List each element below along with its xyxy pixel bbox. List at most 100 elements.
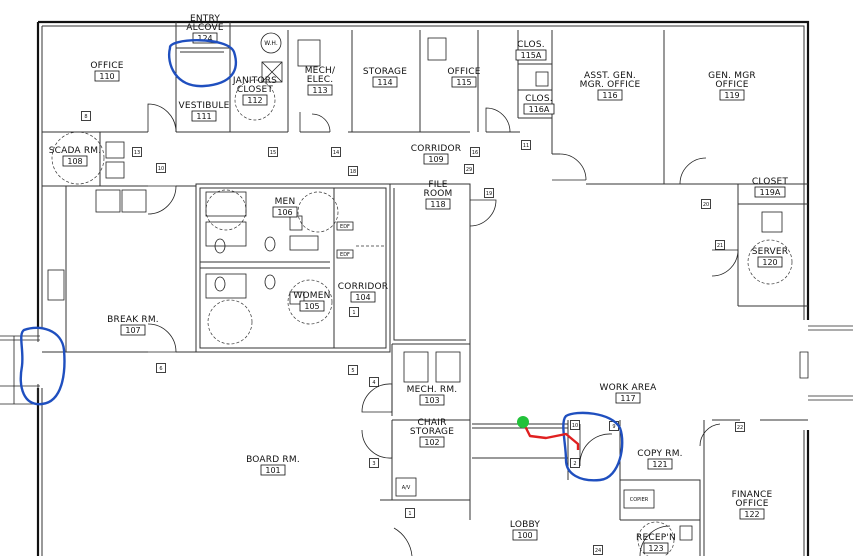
room-number: 114: [377, 78, 392, 87]
room-name: ELEC.: [307, 75, 334, 85]
room-name: MECH. RM.: [407, 385, 458, 395]
door-tag-box: [405, 508, 415, 518]
door-tag: 5: [348, 365, 358, 375]
room-number: 119: [724, 91, 739, 100]
room-number-box: [515, 49, 547, 61]
room-number-box: [120, 324, 146, 336]
room-number-box: [647, 458, 673, 470]
door-tag: 1: [405, 508, 415, 518]
door-tag-number: 5: [351, 368, 354, 374]
room-number-box: [512, 529, 538, 541]
door-tag-box: [331, 147, 341, 157]
entry-alcove-circle: [167, 39, 237, 88]
door-tag: 14: [331, 147, 341, 157]
room-scada: SCADA RM.108: [49, 146, 102, 167]
room-copy-rm: COPY RM.121: [637, 449, 683, 470]
room-labels: OFFICE110ENTRYALCOVE124VESTIBULE111JANIT…: [49, 14, 788, 554]
door-tag-number: 9: [612, 424, 615, 430]
room-number-box: [192, 32, 218, 44]
door-tag-number: 1: [352, 310, 355, 316]
room-number: 117: [620, 394, 635, 403]
room-name: SCADA RM.: [49, 146, 102, 156]
door-tag: 19: [484, 188, 494, 198]
room-break-rm: BREAK RM.107: [107, 315, 159, 336]
door-tag: 29: [464, 164, 474, 174]
door-tag-box: [348, 166, 358, 176]
room-number-box: [754, 186, 786, 198]
room-name: STORAGE: [410, 427, 454, 437]
room-number-box: [419, 436, 445, 448]
door-tag: 3: [369, 458, 379, 468]
room-number-box: [242, 94, 268, 106]
room-name: FINANCE: [732, 490, 773, 500]
room-name: MGR. OFFICE: [580, 80, 641, 90]
room-name: CHAIR: [417, 418, 446, 428]
room-name: CLOSET: [237, 85, 273, 95]
door-tag-number: 1: [408, 511, 411, 517]
room-name: ALCOVE: [186, 23, 224, 33]
door-tag: 20: [701, 199, 711, 209]
edf-label-2: EDF: [340, 252, 350, 258]
room-name: OFFICE: [90, 61, 123, 71]
room-board-rm: BOARD RM.101: [246, 455, 300, 476]
door-tag: 4: [369, 377, 379, 387]
room-name: FILE: [428, 180, 447, 190]
route-path: [521, 421, 580, 450]
door-tag-box: [484, 188, 494, 198]
door-tag: 21: [715, 240, 725, 250]
door-tag: 16: [470, 147, 480, 157]
room-name: OFFICE: [447, 67, 480, 77]
room-number: 121: [652, 460, 667, 469]
door-tag: 10: [570, 420, 580, 430]
door-tag-box: [268, 147, 278, 157]
room-name: BREAK RM.: [107, 315, 159, 325]
door-tag-box: [735, 422, 745, 432]
room-number: 104: [355, 293, 370, 302]
door-tag-number: 19: [486, 191, 492, 197]
room-name: ROOM: [424, 189, 453, 199]
door-tag-box: [521, 140, 531, 150]
door-tag-box: [570, 420, 580, 430]
room-number: 109: [428, 155, 443, 164]
door-tag-number: 18: [350, 169, 356, 175]
door-tag-box: [156, 363, 166, 373]
room-number: 100: [517, 531, 532, 540]
av-label: A/V: [402, 485, 411, 491]
interior-walls: [42, 22, 808, 556]
room-name: WORK AREA: [599, 383, 657, 393]
room-name: CORRIDOR: [338, 282, 388, 292]
door-tag: 24: [593, 545, 603, 555]
room-number-box: [191, 110, 217, 122]
door-tag-box: [81, 111, 91, 121]
room-number: 116: [602, 91, 617, 100]
door-tag: 2: [570, 458, 580, 468]
room-name: BOARD RM.: [246, 455, 300, 465]
room-number: 122: [744, 510, 759, 519]
room-number-box: [757, 256, 783, 268]
room-number: 123: [648, 544, 663, 553]
door-tag-number: 29: [466, 167, 472, 173]
room-number-box: [419, 394, 445, 406]
room-number: 111: [196, 112, 211, 121]
work-area-door-circle: [562, 411, 624, 482]
room-name: VESTIBULE: [179, 101, 230, 111]
room-number: 102: [424, 438, 439, 447]
room-name: WOMEN: [293, 291, 330, 301]
room-number: 115: [456, 78, 471, 87]
door-tag-number: 21: [717, 243, 723, 249]
room-name: LOBBY: [510, 520, 540, 530]
room-clos-115a: CLOS.115A: [515, 40, 547, 61]
room-clos-116a: CLOS.116A: [523, 94, 555, 115]
room-name: OFFICE: [735, 499, 768, 509]
door-tag: 22: [735, 422, 745, 432]
door-tag-number: 24: [595, 548, 601, 554]
